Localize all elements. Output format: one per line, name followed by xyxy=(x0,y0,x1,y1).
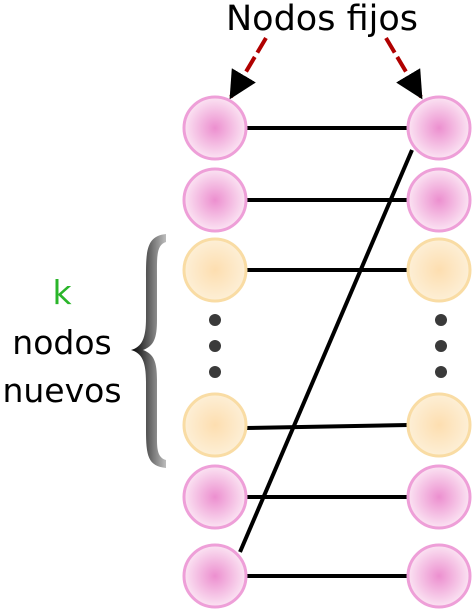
right-column xyxy=(406,95,472,609)
new-node xyxy=(406,237,472,303)
fixed-node xyxy=(406,543,472,609)
fixed-node xyxy=(406,95,472,161)
fixed-node xyxy=(182,95,248,161)
arrow-right xyxy=(384,36,423,100)
new-node xyxy=(182,392,248,458)
ellipsis-dot xyxy=(435,314,447,326)
ellipsis-dot xyxy=(435,340,447,352)
fixed-node xyxy=(406,464,472,530)
edge-cross xyxy=(238,149,414,553)
curly-brace xyxy=(131,234,166,468)
ellipsis-dot xyxy=(435,366,447,378)
side-label-line2: nuevos xyxy=(2,371,121,410)
new-node xyxy=(406,392,472,458)
fixed-node xyxy=(182,543,248,609)
edges xyxy=(238,126,414,578)
ellipsis-dot xyxy=(209,314,221,326)
new-node xyxy=(182,237,248,303)
title-label: Nodos fijos xyxy=(226,0,418,39)
side-label-line1: nodos xyxy=(12,323,111,362)
edge-row4 xyxy=(245,423,409,430)
arrow-left xyxy=(229,36,268,100)
fixed-node xyxy=(182,464,248,530)
ellipsis-dot xyxy=(209,366,221,378)
fixed-node xyxy=(182,167,248,233)
fixed-node xyxy=(406,167,472,233)
ellipsis-dot xyxy=(209,340,221,352)
left-column xyxy=(182,95,248,609)
k-label: k xyxy=(52,273,72,312)
